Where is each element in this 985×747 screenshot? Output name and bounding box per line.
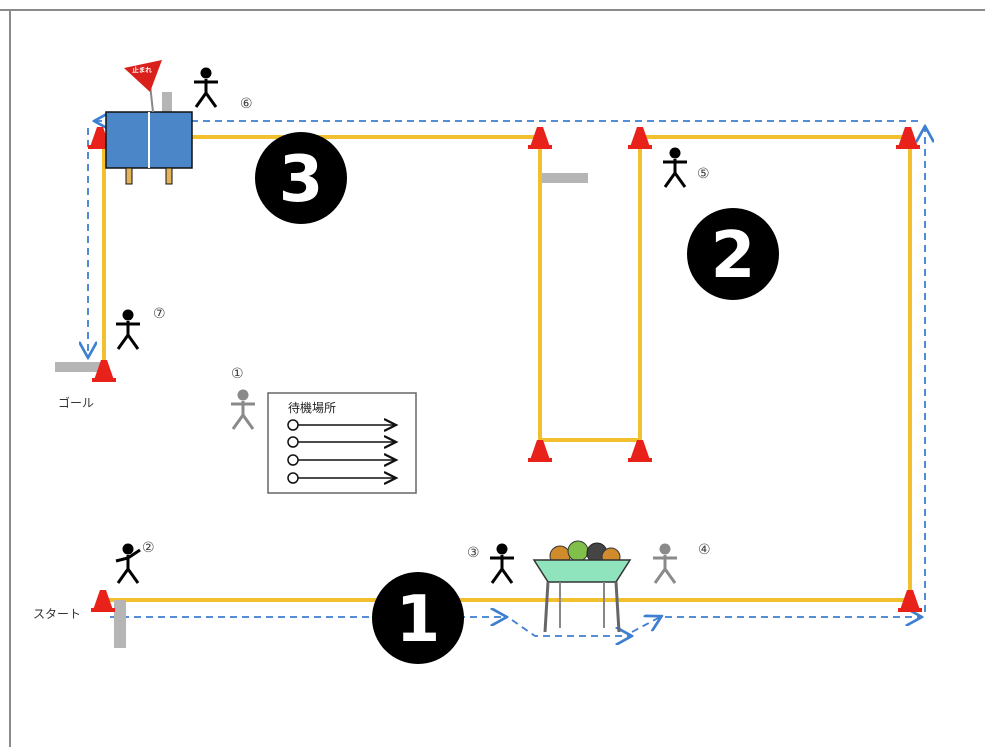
person-figure (115, 543, 141, 584)
waiting-area: 待機場所 (267, 392, 417, 494)
cones (88, 127, 922, 612)
goal-line-marker (55, 362, 103, 372)
waiting-area-arrows (287, 420, 396, 483)
person-7: ⑦ (116, 306, 166, 350)
table (105, 111, 193, 185)
person-3: ③ (467, 543, 514, 584)
person-number: ⑦ (153, 306, 166, 322)
ball-basket (532, 540, 632, 633)
zone-marker-2: 2 (687, 208, 779, 300)
person-number: ⑥ (240, 96, 253, 112)
person-number: ③ (467, 545, 480, 561)
start-line-marker (114, 600, 126, 648)
zone-number-3: 3 (279, 143, 324, 217)
cone (628, 440, 652, 462)
zone-marker-3: 3 (255, 132, 347, 224)
person-number: ② (142, 540, 155, 556)
person-figure (663, 147, 687, 188)
zone-marker-1: 1 (372, 572, 464, 664)
person-6: ⑥ (194, 67, 253, 112)
zone-number-2: 2 (711, 219, 756, 293)
person-figure (653, 543, 677, 584)
person-4: ④ (653, 542, 711, 584)
stop-sign-text: 止まれ (132, 65, 152, 74)
route-segment-rise (631, 617, 660, 633)
table-post-marker (162, 92, 172, 114)
person-1: ① (231, 366, 255, 430)
person-number: ① (231, 366, 244, 382)
cone (528, 440, 552, 462)
person-number: ④ (698, 542, 711, 558)
stop-sign: 止まれ (124, 60, 162, 113)
person-number: ⑤ (697, 166, 710, 182)
course-lines (102, 135, 912, 602)
goal-label: ゴール (58, 395, 94, 410)
person-5: ⑤ (663, 147, 710, 188)
person-figure (194, 67, 218, 108)
inner-line-marker (542, 173, 588, 183)
person-figure (231, 389, 255, 430)
zone-number-1: 1 (396, 583, 441, 657)
person-figure (490, 543, 514, 584)
waiting-area-label: 待機場所 (288, 400, 336, 415)
person-2: ② (115, 540, 155, 584)
start-label: スタート (33, 607, 81, 621)
person-figure (116, 309, 140, 350)
route-segment-dip (511, 619, 630, 636)
